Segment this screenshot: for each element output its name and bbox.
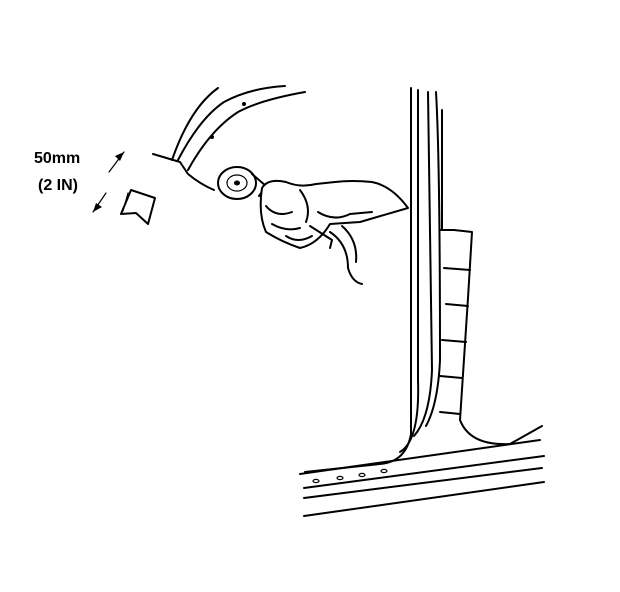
grinder-disc-icon xyxy=(217,166,267,200)
dimension-arrowhead-top xyxy=(115,152,124,161)
dimension-arrowhead-bottom xyxy=(93,203,102,212)
wheel-arch-panel xyxy=(152,85,306,191)
dimension-callout: 50mm (2 IN) xyxy=(34,150,125,213)
door-pillar-structure xyxy=(304,87,543,473)
dimension-imperial-label: (2 IN) xyxy=(38,177,78,194)
rocker-panel xyxy=(299,439,545,517)
dimension-metric-label: 50mm xyxy=(34,150,80,167)
hand-with-grinder xyxy=(259,179,409,285)
fastener-hole xyxy=(210,135,214,139)
fastener-hole xyxy=(242,102,246,106)
removed-section-piece xyxy=(120,189,156,225)
